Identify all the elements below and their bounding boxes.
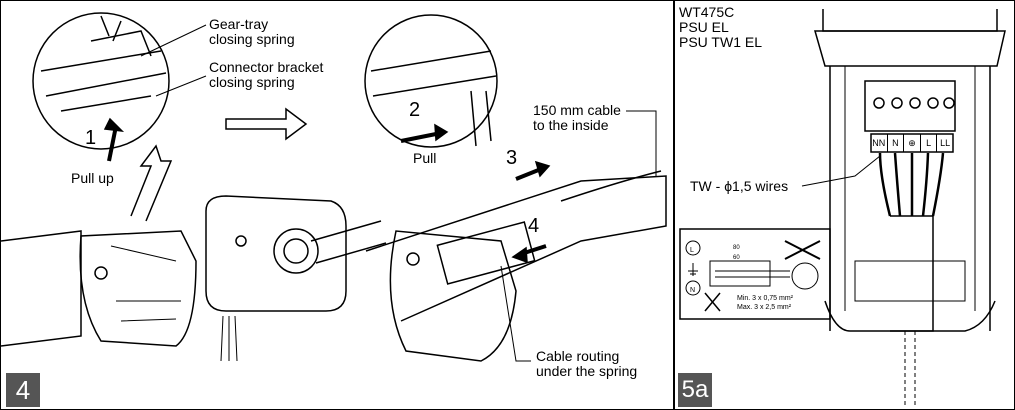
terminal-block-5a [864, 80, 956, 132]
pull-up-arrowhead [103, 117, 125, 132]
step-3-arrowhead [534, 160, 551, 178]
wire-ends [220, 315, 238, 362]
inset-wires [715, 270, 790, 278]
detail-2-bracket [370, 50, 497, 147]
terminal-LL: LL [940, 138, 951, 148]
end-cap-details [110, 245, 181, 322]
housing-bottom [824, 300, 996, 332]
centerline [904, 331, 916, 406]
supply-wires [878, 152, 945, 217]
inset-dim-80: 80 [733, 245, 740, 251]
label-connector-bracket-spring: Connector bracket closing spring [209, 59, 324, 90]
end-cap [79, 230, 197, 347]
inset-dim-60: 60 [733, 255, 740, 261]
inset-label-N: N [690, 287, 696, 294]
wire-spec-leader [801, 155, 881, 187]
label-gear-tray-spring: Gear-tray closing spring [209, 16, 295, 47]
housing-right [365, 175, 667, 322]
end-cap-screw [94, 266, 108, 280]
inset-strip-diagram [709, 260, 771, 287]
zoom-up-arrow [130, 144, 173, 222]
transition-arrow [225, 107, 308, 141]
pull-up-arrow [107, 125, 118, 162]
inset-cable-section [791, 262, 819, 290]
step-5a-illustration [679, 9, 1006, 406]
detail-1-spring [100, 15, 122, 42]
step-4-arrowhead [511, 246, 528, 264]
model-list: WT475C PSU EL PSU TW1 EL [679, 5, 762, 50]
inset-label-L: L [690, 247, 694, 254]
routing-leader [500, 265, 531, 362]
label-pull: Pull [413, 150, 437, 166]
model-psu-tw1-el: PSU TW1 EL [679, 34, 762, 50]
step-4-illustration [1, 12, 667, 362]
housing-left-end [1, 230, 82, 347]
terminal-block [436, 221, 536, 285]
callout-4: 4 [528, 215, 540, 237]
label-cable-routing: Cable routing under the spring [536, 348, 638, 379]
terminal-N: N [888, 134, 905, 152]
inset-prohibited-icon [704, 292, 721, 312]
terminal-earth: ⊕ [904, 134, 921, 152]
model-psu-el: PSU EL [679, 19, 729, 35]
cable-gland [273, 228, 319, 274]
driver-cover [814, 30, 1006, 67]
inset-circle-N [685, 280, 701, 296]
cable-leader [626, 110, 657, 176]
spring-leaders [140, 24, 207, 97]
terminal-labels: NN N ⊕ L LL [871, 134, 953, 152]
step-tag-5a: 5a [678, 373, 712, 407]
driver-top [822, 9, 998, 32]
label-pull-up: Pull up [71, 170, 114, 186]
inset-cross-icon [784, 240, 821, 260]
cable-150mm [560, 170, 662, 202]
panel-step-4: Gear-tray closing spring Connector brack… [0, 0, 674, 410]
housing-inner [844, 66, 976, 311]
cable-sheath [890, 215, 934, 332]
pull-arrow [400, 131, 442, 143]
callout-3: 3 [506, 147, 518, 169]
inset-box [679, 228, 831, 320]
callout-1: 1 [85, 127, 97, 149]
inset-circle-L [685, 240, 701, 256]
callout-2: 2 [409, 99, 421, 121]
terminal-L: L [921, 134, 938, 152]
detail-circle-2 [364, 14, 498, 148]
detail-circle-1 [32, 12, 170, 150]
end-cap-right-screw [406, 252, 420, 266]
panel-step-5a: WT475C PSU EL PSU TW1 EL TW - ϕ1,5 wires… [674, 0, 1015, 410]
terminal-NN: NN [871, 134, 888, 152]
gland-box [205, 195, 347, 312]
earth-icon [688, 263, 698, 276]
supply-cable [310, 220, 387, 264]
wire-spec-label: TW - ϕ1,5 wires [690, 178, 789, 194]
label-cable-150mm: 150 mm cable to the inside [533, 102, 621, 133]
step-tag-4: 4 [6, 373, 40, 407]
terminal-label-strip [870, 133, 954, 153]
inset-min-spec: Min. 3 x 0,75 mm² [737, 295, 794, 302]
model-wt475c: WT475C [679, 4, 735, 20]
detail-1-bracket [40, 30, 167, 112]
inset-max-spec: Max. 3 x 2,5 mm² [737, 304, 792, 311]
gland-screw [235, 235, 247, 247]
step-3-arrow [515, 167, 542, 181]
cable-gland-inner [283, 238, 309, 264]
pull-arrowhead [434, 123, 449, 142]
lower-bracket [854, 260, 966, 302]
end-cap-right [389, 230, 517, 362]
